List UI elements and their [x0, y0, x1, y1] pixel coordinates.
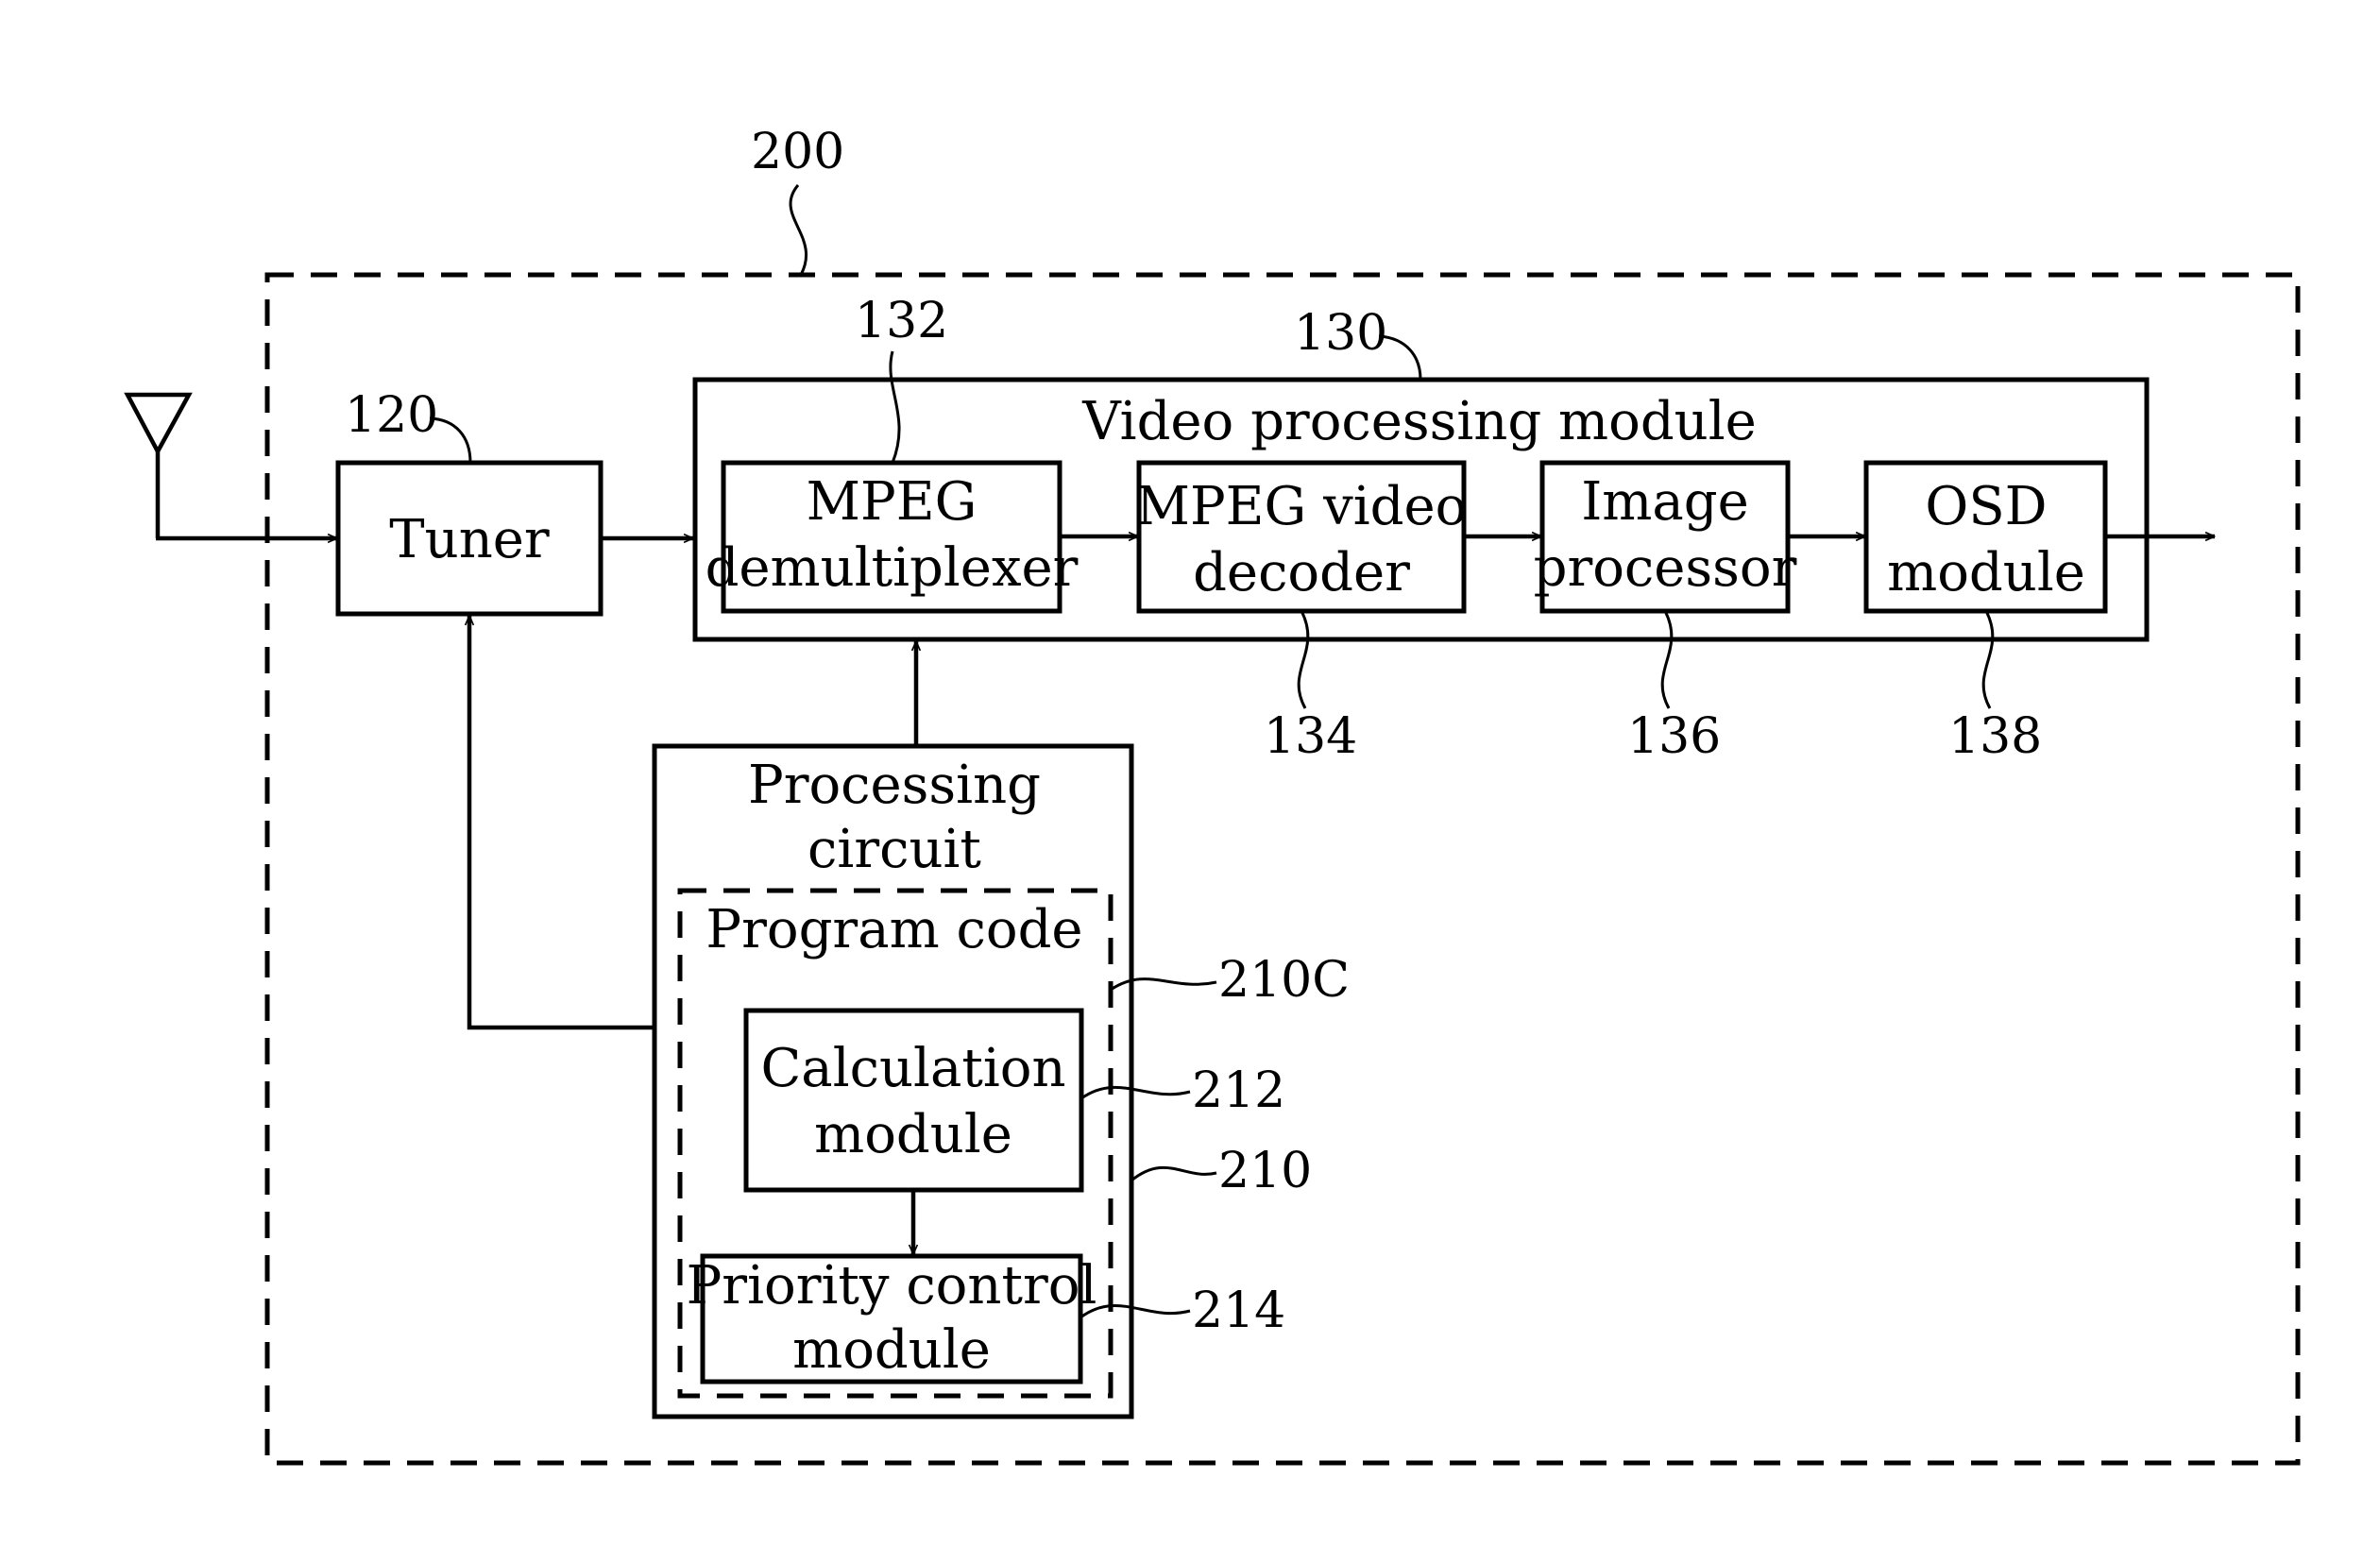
- antenna-icon: [128, 395, 189, 538]
- priority-control-label-line2: module: [792, 1319, 991, 1381]
- processing-circuit-label-line2: circuit: [808, 819, 981, 880]
- decoder-ref-leader: [1299, 611, 1308, 708]
- osd-label-line2: module: [1887, 542, 2085, 603]
- processing-circuit-label-line1: Processing: [748, 755, 1041, 816]
- osd-ref: 138: [1948, 708, 2042, 765]
- system-ref-leader: [790, 185, 807, 275]
- priority-control-ref-leader: [1080, 1305, 1190, 1317]
- demux-label-line2: demultiplexer: [706, 537, 1079, 599]
- demux-ref: 132: [855, 293, 948, 349]
- system-ref: 200: [751, 124, 844, 180]
- priority-control-label-line1: Priority control: [687, 1255, 1097, 1317]
- demux-ref-leader: [891, 351, 899, 463]
- osd-ref-leader: [1983, 611, 1993, 708]
- decoder-label-line1: MPEG video: [1136, 476, 1468, 537]
- image-processor-ref: 136: [1627, 708, 1721, 765]
- demux-label-line1: MPEG: [807, 471, 978, 533]
- image-processor-ref-leader: [1662, 611, 1672, 708]
- video-module-label: Video processing module: [1081, 391, 1757, 452]
- program-code-label: Program code: [706, 899, 1082, 960]
- circuit-to-tuner-arrow: [469, 616, 654, 1028]
- image-processor-label-line1: Image: [1581, 471, 1749, 533]
- image-processor-label-line2: processor: [1534, 537, 1797, 599]
- osd-label-line1: OSD: [1925, 476, 2047, 537]
- program-code-ref-leader: [1111, 979, 1216, 990]
- tuner-ref: 120: [345, 387, 438, 444]
- calculation-module-label-line2: module: [814, 1104, 1012, 1165]
- decoder-label-line2: decoder: [1193, 542, 1410, 603]
- calculation-module-label-line1: Calculation: [760, 1038, 1065, 1099]
- processing-circuit-ref: 210: [1218, 1143, 1312, 1199]
- calculation-module-ref-leader: [1081, 1087, 1190, 1098]
- tuner-label: Tuner: [389, 509, 550, 570]
- decoder-ref: 134: [1264, 708, 1357, 765]
- priority-control-ref: 214: [1192, 1283, 1285, 1339]
- processing-circuit-ref-leader: [1131, 1167, 1216, 1181]
- video-module-ref: 130: [1294, 305, 1387, 362]
- program-code-ref: 210C: [1218, 952, 1350, 1009]
- calculation-module-ref: 212: [1192, 1062, 1285, 1119]
